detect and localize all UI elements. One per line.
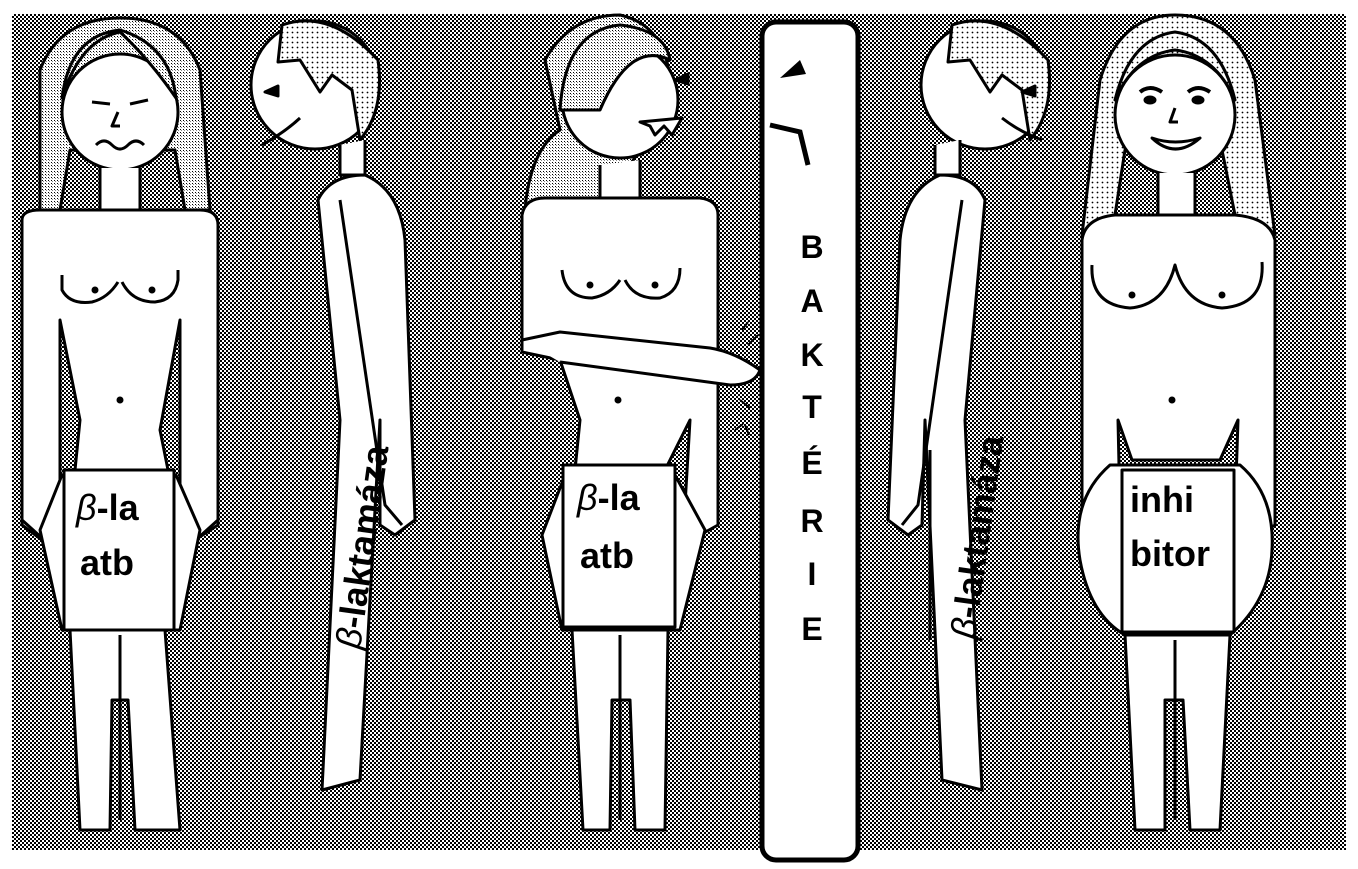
top-white-band [0, 0, 1358, 14]
left-white-band [0, 0, 12, 869]
neck [340, 140, 365, 175]
bacteria-letter: I [808, 556, 817, 592]
neck [100, 168, 140, 210]
sign-atb-2: atb [580, 535, 634, 576]
neck [935, 140, 960, 175]
bacteria-wall [762, 22, 858, 860]
sign-beta-la-1: β-la [75, 487, 140, 528]
neck [1158, 173, 1195, 215]
sign-inhibitor-line1: inhi [1130, 479, 1194, 520]
eyebrow-left [92, 102, 110, 104]
bacteria-letter: É [801, 445, 822, 481]
bacteria-letter: T [802, 389, 822, 425]
right-white-band [1346, 0, 1358, 869]
wall-body [762, 22, 858, 860]
bacteria-letter: A [800, 283, 823, 319]
sign-atb-1: atb [80, 542, 134, 583]
bacteria-letter: R [800, 503, 823, 539]
bacteria-letter: B [800, 229, 823, 265]
bacteria-letter: K [800, 337, 823, 373]
sign-beta-la-2: β-la [576, 477, 641, 518]
bottom-white-band [0, 850, 1358, 869]
bacteria-letter: E [801, 611, 822, 647]
sign-inhibitor-line2: bitor [1130, 533, 1210, 574]
